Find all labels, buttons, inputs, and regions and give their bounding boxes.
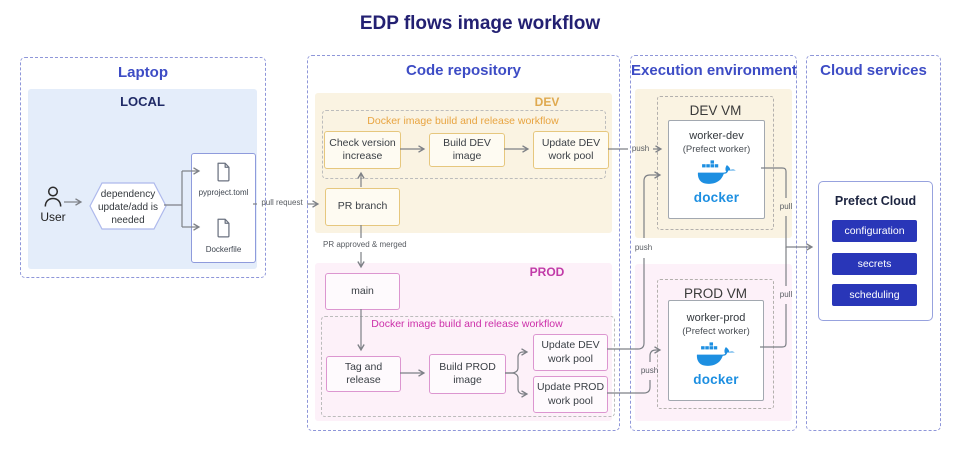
docker-whale-icon	[697, 160, 737, 191]
pull-request-edge-label: pull request	[261, 198, 303, 207]
prod-workflow-group	[321, 316, 615, 417]
pyproject-file-icon	[215, 162, 232, 187]
main-branch-node: main	[325, 273, 400, 310]
step-tag-release: Tag and release	[326, 356, 401, 392]
code-repository-container: Code repository DEV Docker image build a…	[307, 55, 620, 431]
cloud-services-title: Cloud services	[820, 62, 927, 79]
prod-vm-group: PROD VM worker-prod (Prefect worker)	[657, 279, 774, 409]
dev-zone-label: DEV	[534, 95, 560, 109]
dev-vm-label: DEV VM	[689, 103, 742, 118]
step-build-prod-image: Build PROD image	[429, 354, 506, 394]
execution-environment-title: Execution environment	[631, 62, 797, 79]
pyproject-file-label: pyproject.toml	[198, 188, 249, 197]
step-update-dev-pool: Update DEV work pool	[533, 131, 609, 169]
worker-prod-name: worker-prod	[686, 312, 746, 324]
step-update-dev-pool-prod: Update DEV work pool	[533, 334, 608, 371]
worker-dev-node: worker-dev (Prefect worker)	[668, 120, 765, 219]
diagram-title: EDP flows image workflow	[359, 13, 601, 34]
prefect-cloud-group: Prefect Cloud configuration secrets sche…	[818, 181, 933, 321]
prefect-cloud-title: Prefect Cloud	[834, 194, 917, 208]
prod-vm-label: PROD VM	[683, 286, 747, 301]
dockerfile-file-label: Dockerfile	[205, 245, 242, 254]
worker-dev-type: (Prefect worker)	[682, 144, 751, 155]
scheduling-item: scheduling	[832, 284, 917, 306]
push-edge-label-prod: push	[640, 366, 659, 375]
step-check-version: Check version increase	[324, 131, 401, 169]
local-label: LOCAL	[120, 94, 165, 109]
worker-prod-type: (Prefect worker)	[682, 326, 750, 337]
dev-workflow-label: Docker image build and release workflow	[367, 115, 559, 127]
push-edge-label-dev: push	[631, 144, 650, 153]
pr-merged-edge-label: PR approved & merged	[323, 240, 407, 249]
prod-workflow-label: Docker image build and release workflow	[371, 318, 563, 330]
files-group: pyproject.toml Dockerfile	[191, 153, 256, 263]
step-update-prod-pool: Update PROD work pool	[533, 376, 608, 413]
worker-prod-node: worker-prod (Prefect worker)	[668, 300, 764, 401]
push-edge-label-prod-dev: push	[634, 243, 653, 252]
dockerfile-file-icon	[215, 218, 232, 243]
docker-wordmark: docker	[693, 190, 740, 205]
worker-dev-name: worker-dev	[689, 130, 744, 142]
code-repository-title: Code repository	[405, 62, 522, 79]
dependency-hexagon-label: dependency update/add is needed	[97, 189, 159, 226]
pull-edge-label-dev: pull	[779, 202, 793, 211]
docker-wordmark: docker	[693, 372, 739, 387]
local-group: LOCAL User dependency update/add is need…	[28, 89, 257, 269]
dependency-hexagon: dependency update/add is needed	[89, 182, 167, 235]
prod-zone-label: PROD	[529, 265, 565, 279]
step-build-dev-image: Build DEV image	[429, 133, 505, 167]
secrets-item: secrets	[832, 253, 917, 275]
pull-edge-label-prod: pull	[779, 290, 793, 299]
cloud-services-container: Cloud services Prefect Cloud configurati…	[806, 55, 941, 431]
dev-vm-group: DEV VM worker-dev (Prefect worker)	[657, 96, 774, 230]
user-label: User	[40, 210, 66, 224]
pr-branch-node: PR branch	[325, 188, 400, 226]
docker-whale-icon	[696, 342, 736, 373]
user-icon	[43, 185, 63, 213]
configuration-item: configuration	[832, 220, 917, 242]
laptop-title: Laptop	[118, 64, 168, 81]
laptop-container: Laptop LOCAL User dependency update/add …	[20, 57, 266, 278]
